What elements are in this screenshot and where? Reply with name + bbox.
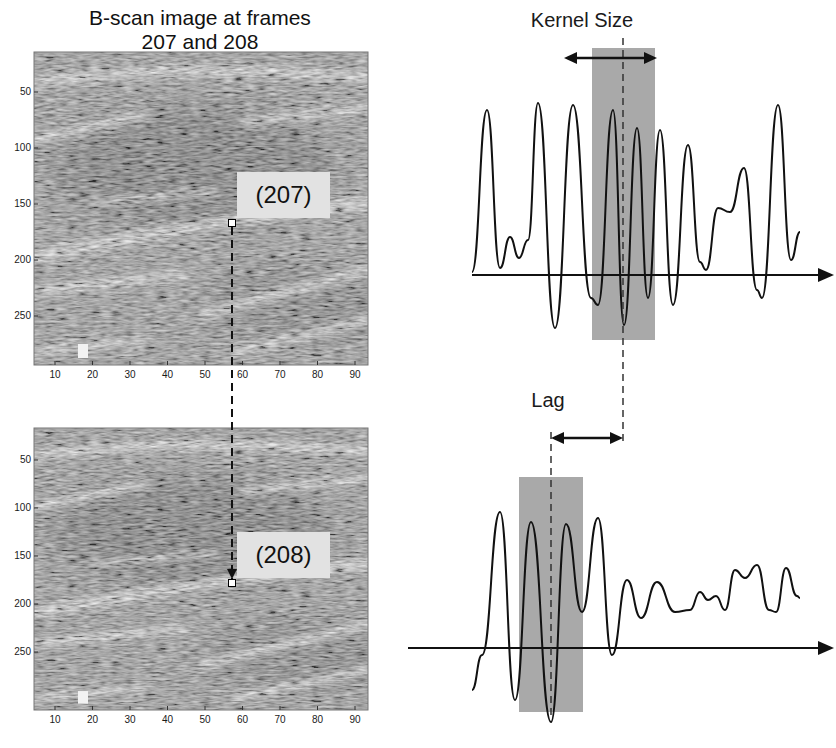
frame-number: (207) (255, 181, 311, 209)
point-marker (228, 219, 236, 227)
axis-tick-label: 250 (14, 646, 31, 658)
axis-tick-label: 100 (14, 502, 31, 514)
axis-tick-label: 30 (124, 714, 135, 726)
axis-tick-label: 60 (237, 369, 248, 381)
axis-tick-label: 20 (87, 369, 98, 381)
axis-tick-label: 60 (237, 714, 248, 726)
signal-axis (408, 268, 834, 655)
axis-tick-label: 50 (199, 714, 210, 726)
axis-tick-label: 200 (14, 598, 31, 610)
axis-tick-label: 80 (312, 714, 323, 726)
axis-tick-label: 100 (14, 142, 31, 154)
axis-tick-label: 50 (199, 369, 210, 381)
axis-tick-label: 90 (349, 714, 360, 726)
frame-number: (208) (255, 541, 311, 569)
tracking-arrow (231, 227, 233, 579)
axis-tick-label: 40 (162, 369, 173, 381)
bscan-image (34, 428, 384, 710)
axis-tick-label: 40 (162, 714, 173, 726)
bscan-image (34, 52, 384, 365)
axis-tick-label: 20 (87, 714, 98, 726)
axis-tick-label: 150 (14, 198, 31, 210)
axis-tick-label: 250 (14, 310, 31, 322)
rf-signal (472, 512, 800, 722)
axis-tick-label: 90 (349, 369, 360, 381)
point-marker (228, 579, 236, 587)
axis-tick-label: 10 (49, 714, 60, 726)
axis-tick-label: 200 (14, 254, 31, 266)
axis-tick-label: 70 (274, 714, 285, 726)
axis-tick-label: 30 (124, 369, 135, 381)
dimension-label: Lag (531, 388, 564, 412)
dimension-arrow (551, 52, 657, 444)
axis-tick-label: 80 (312, 369, 323, 381)
axis-tick-label: 50 (20, 86, 31, 98)
frame-label-box: (208) (237, 532, 330, 578)
axis-tick-label: 50 (20, 454, 31, 466)
axis-tick-label: 70 (274, 369, 285, 381)
rf-signal (472, 103, 800, 328)
frame-label-box: (207) (237, 172, 330, 218)
center-line (551, 38, 623, 715)
axis-tick-label: 150 (14, 550, 31, 562)
dimension-label: Kernel Size (531, 8, 633, 32)
figure-title: B-scan image at frames 207 and 208 (80, 6, 320, 54)
axis-ticks (34, 92, 355, 710)
axis-tick-label: 10 (49, 369, 60, 381)
